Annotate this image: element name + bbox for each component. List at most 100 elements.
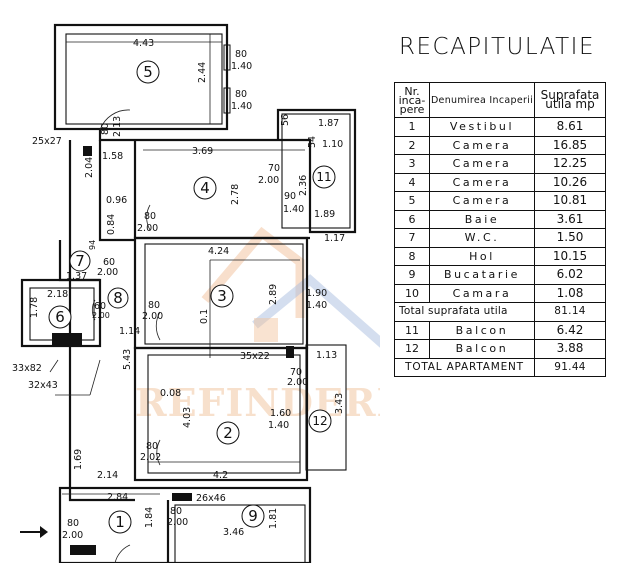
row-nr: 2 [394,135,430,155]
row-name: W.C. [429,228,535,248]
svg-text:7: 7 [75,252,85,270]
row-nr: 12 [394,339,430,359]
svg-text:1.14: 1.14 [119,326,140,337]
header-area: Suprafata utila mp [534,82,606,118]
row-name: Camara [429,283,535,303]
row-area: 10.81 [534,191,606,211]
watermark-text: REFINDERIMOB [135,380,380,425]
svg-text:1.89: 1.89 [314,209,335,220]
svg-text:94: 94 [88,240,97,250]
row-name: Balcon [429,339,535,359]
row-area: 3.88 [534,339,606,359]
row-area: 6.02 [534,265,606,285]
room-label-6: 6 [48,305,72,329]
svg-text:5: 5 [143,63,153,81]
svg-text:32x43: 32x43 [28,380,58,391]
row-nr: 7 [394,228,430,248]
row-name: Camera [429,172,535,192]
svg-text:5.43: 5.43 [122,349,133,370]
svg-text:1: 1 [115,513,125,531]
row-nr: 11 [394,320,430,340]
useful-total-row: Total suprafata utila 81.14 [394,302,606,322]
svg-text:2.00: 2.00 [142,311,163,322]
svg-text:12: 12 [312,414,327,428]
room-label-5: 5 [136,60,160,84]
row-name: Vestibul [429,117,535,137]
svg-text:80: 80 [170,506,182,517]
apartment-total-area: 91.44 [534,357,606,377]
svg-text:2.44: 2.44 [197,62,208,83]
row-area: 12.25 [534,154,606,174]
svg-text:2.00: 2.00 [167,517,188,528]
svg-text:1.60: 1.60 [270,408,291,419]
room-label-3: 3 [210,284,234,308]
svg-text:2.00: 2.00 [258,175,279,186]
row-name: Camera [429,191,535,211]
room-label-8: 8 [107,287,129,309]
room-6-walls [20,278,102,348]
svg-text:80: 80 [235,49,247,60]
svg-text:90: 90 [284,191,296,202]
svg-text:4.03: 4.03 [182,407,193,428]
svg-text:1.78: 1.78 [29,297,40,318]
svg-text:80: 80 [100,123,111,135]
room-label-2: 2 [216,421,240,445]
bottom-rooms-walls [58,486,312,563]
svg-text:8: 8 [113,289,123,307]
svg-text:1.40: 1.40 [283,204,304,215]
svg-text:2.02: 2.02 [140,452,161,463]
svg-text:4.43: 4.43 [133,38,154,49]
svg-text:2.00: 2.00 [97,267,118,278]
svg-text:11: 11 [316,170,331,184]
apartment-total-row: TOTAL APARTAMENT 91.44 [394,357,606,377]
svg-text:4: 4 [200,179,210,197]
svg-text:3.69: 3.69 [192,146,213,157]
svg-text:2.00: 2.00 [92,311,110,320]
svg-text:70: 70 [290,367,302,378]
row-nr: 6 [394,209,430,229]
svg-text:3: 3 [217,287,227,305]
svg-text:0.84: 0.84 [106,214,117,235]
svg-text:80: 80 [235,89,247,100]
svg-text:2.78: 2.78 [230,184,241,205]
row-nr: 4 [394,172,430,192]
svg-text:1.10: 1.10 [322,139,343,150]
row-nr: 1 [394,117,430,137]
svg-text:6: 6 [55,308,65,326]
header-name: Denumirea Incaperii [429,82,535,118]
svg-text:0.96: 0.96 [106,195,127,206]
recap-header-row: Nr. inca-pere Denumirea Incaperii Supraf… [394,82,606,118]
svg-text:80: 80 [148,300,160,311]
useful-total-area: 81.14 [534,302,606,322]
svg-text:2: 2 [223,424,233,442]
svg-text:1.40: 1.40 [231,61,252,72]
useful-total-label: Total suprafata utila [394,302,535,322]
row-name: Camera [429,154,535,174]
svg-text:2.89: 2.89 [268,284,279,305]
row-area: 1.50 [534,228,606,248]
svg-text:80: 80 [144,211,156,222]
recap-table: Nr. inca-pere Denumirea Incaperii Supraf… [394,82,606,377]
svg-text:0.08: 0.08 [160,388,181,399]
svg-text:2.84: 2.84 [107,492,128,503]
entry-arrow-icon [40,526,48,538]
row-area: 8.61 [534,117,606,137]
svg-text:1.40: 1.40 [268,420,289,431]
row-area: 10.15 [534,246,606,266]
svg-text:1.37: 1.37 [66,271,87,282]
row-area: 16.85 [534,135,606,155]
recap-title: RECAPITULATIE [399,34,595,60]
svg-text:2.14: 2.14 [97,470,118,481]
room-label-1: 1 [108,510,132,534]
svg-text:2.00: 2.00 [62,530,83,541]
